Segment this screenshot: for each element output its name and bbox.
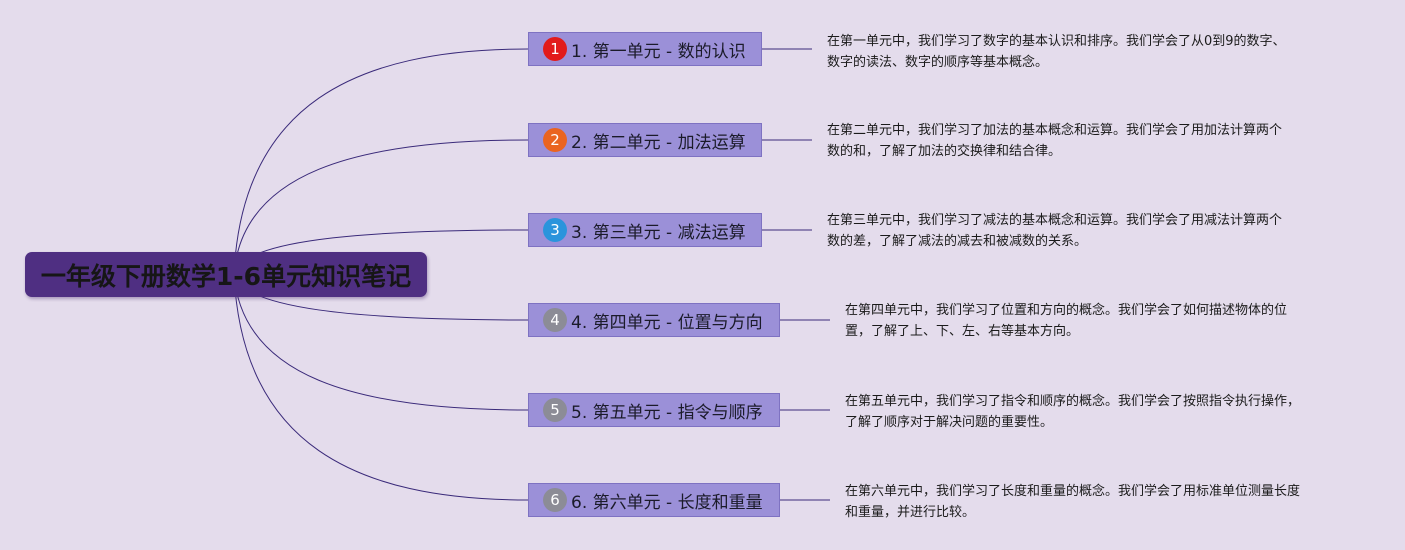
note-line: 了解了顺序对于解决问题的重要性。 [845, 415, 1054, 430]
unit-title: 5. 第五单元 - 指令与顺序 [571, 402, 763, 423]
unit-title: 4. 第四单元 - 位置与方向 [571, 312, 763, 333]
priority-badge-icon: 6 [543, 488, 567, 512]
priority-badge-icon: 3 [543, 218, 567, 242]
unit-title: 1. 第一单元 - 数的认识 [571, 41, 746, 62]
note-line: 置，了解了上、下、左、右等基本方向。 [845, 324, 1080, 339]
priority-badge-icon: 1 [543, 37, 567, 61]
central-topic[interactable]: 一年级下册数学1-6单元知识笔记 [25, 252, 427, 297]
unit-note: 在第四单元中，我们学习了位置和方向的概念。我们学会了如何描述物体的位置，了解了上… [845, 300, 1287, 342]
note-line: 在第四单元中，我们学习了位置和方向的概念。我们学会了如何描述物体的位 [845, 303, 1288, 318]
note-line: 在第一单元中，我们学习了数字的基本认识和排序。我们学会了从0到9的数字、 [827, 34, 1286, 49]
priority-badge-icon: 5 [543, 398, 567, 422]
branch-connector [233, 48, 529, 275]
note-line: 数的差，了解了减法的减去和被减数的关系。 [827, 234, 1088, 249]
unit-note: 在第二单元中，我们学习了加法的基本概念和运算。我们学会了用加法计算两个数的和，了… [827, 120, 1282, 162]
unit-title: 2. 第二单元 - 加法运算 [571, 132, 746, 153]
unit-note: 在第五单元中，我们学习了指令和顺序的概念。我们学会了按照指令执行操作， 了解了顺序… [845, 391, 1300, 433]
unit-note: 在第一单元中，我们学习了数字的基本认识和排序。我们学会了从0到9的数字、数字的读… [827, 31, 1286, 73]
note-line: 数的和，了解了加法的交换律和结合律。 [827, 144, 1062, 159]
unit-title: 3. 第三单元 - 减法运算 [571, 222, 746, 243]
note-line: 在第二单元中，我们学习了加法的基本概念和运算。我们学会了用加法计算两个 [827, 123, 1283, 138]
note-line: 在第五单元中，我们学习了指令和顺序的概念。我们学会了按照指令执行操作， [845, 394, 1301, 409]
note-line: 在第六单元中，我们学习了长度和重量的概念。我们学会了用标准单位测量长度 [845, 484, 1301, 499]
note-line: 数字的读法、数字的顺序等基本概念。 [827, 55, 1049, 70]
branch-connector [233, 273, 529, 501]
branch-connector [233, 139, 529, 275]
unit-note: 在第三单元中，我们学习了减法的基本概念和运算。我们学会了用减法计算两个数的差，了… [827, 210, 1282, 252]
note-line: 在第三单元中，我们学习了减法的基本概念和运算。我们学会了用减法计算两个 [827, 213, 1283, 228]
central-topic-label: 一年级下册数学1-6单元知识笔记 [40, 261, 412, 291]
unit-note: 在第六单元中，我们学习了长度和重量的概念。我们学会了用标准单位测量长度和重量，并… [845, 481, 1300, 523]
note-line: 和重量，并进行比较。 [845, 505, 976, 520]
unit-title: 6. 第六单元 - 长度和重量 [571, 492, 763, 513]
priority-badge-icon: 4 [543, 308, 567, 332]
priority-badge-icon: 2 [543, 128, 567, 152]
branch-connector [233, 273, 529, 411]
